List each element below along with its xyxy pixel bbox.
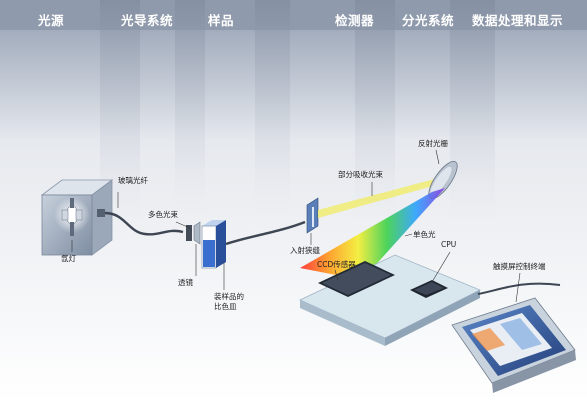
label-touchscreen-terminal: 触摸屏控制终端	[493, 262, 546, 271]
label-cuvette-line1: 装样品的	[214, 292, 244, 301]
column-shade-3	[255, 0, 290, 250]
header-detector: 检测器	[335, 13, 375, 28]
reflective-grating	[428, 161, 458, 199]
label-partial-absorbed-beam: 部分吸收光束	[338, 170, 383, 179]
header-light-source: 光源	[38, 13, 65, 28]
cpu-chip	[410, 280, 448, 298]
fiber-to-slit	[225, 220, 306, 246]
partial-absorbed-beam	[318, 178, 440, 218]
column-shade-2	[175, 0, 205, 250]
touchscreen-terminal	[451, 297, 576, 393]
dispersed-spectrum	[300, 188, 445, 280]
label-glass-fiber: 玻璃光纤	[118, 176, 148, 185]
label-reflective-grating: 反射光栅	[418, 139, 448, 148]
label-cuvette-line2: 比色皿	[214, 302, 237, 311]
header-spectral-system: 分光系统	[402, 13, 455, 28]
xenon-lamp	[40, 179, 114, 256]
label-lamp: 氙灯	[61, 254, 76, 263]
header-data-processing: 数据处理和显示	[472, 13, 564, 28]
ccd-sensor	[318, 261, 395, 297]
header-sample: 样品	[208, 13, 235, 28]
label-lens: 透镜	[178, 278, 193, 287]
glass-fiber-cable	[104, 211, 184, 236]
lens	[186, 221, 201, 245]
column-shade-5	[450, 0, 495, 260]
label-cpu: CPU	[441, 240, 457, 249]
label-entrance-slit: 入射狭缝	[290, 246, 320, 255]
sample-cuvette	[201, 220, 226, 269]
label-monochrome-light: 单色光	[413, 230, 436, 239]
board-cable	[477, 282, 561, 295]
label-ccd-sensor: CCD传感器	[317, 260, 356, 269]
header-optical-system: 光导系统	[121, 13, 174, 28]
label-polychrome-beam: 多色光束	[148, 210, 178, 219]
leader-lines	[71, 149, 521, 303]
column-shade-4	[355, 0, 395, 260]
entrance-slit	[306, 197, 319, 234]
